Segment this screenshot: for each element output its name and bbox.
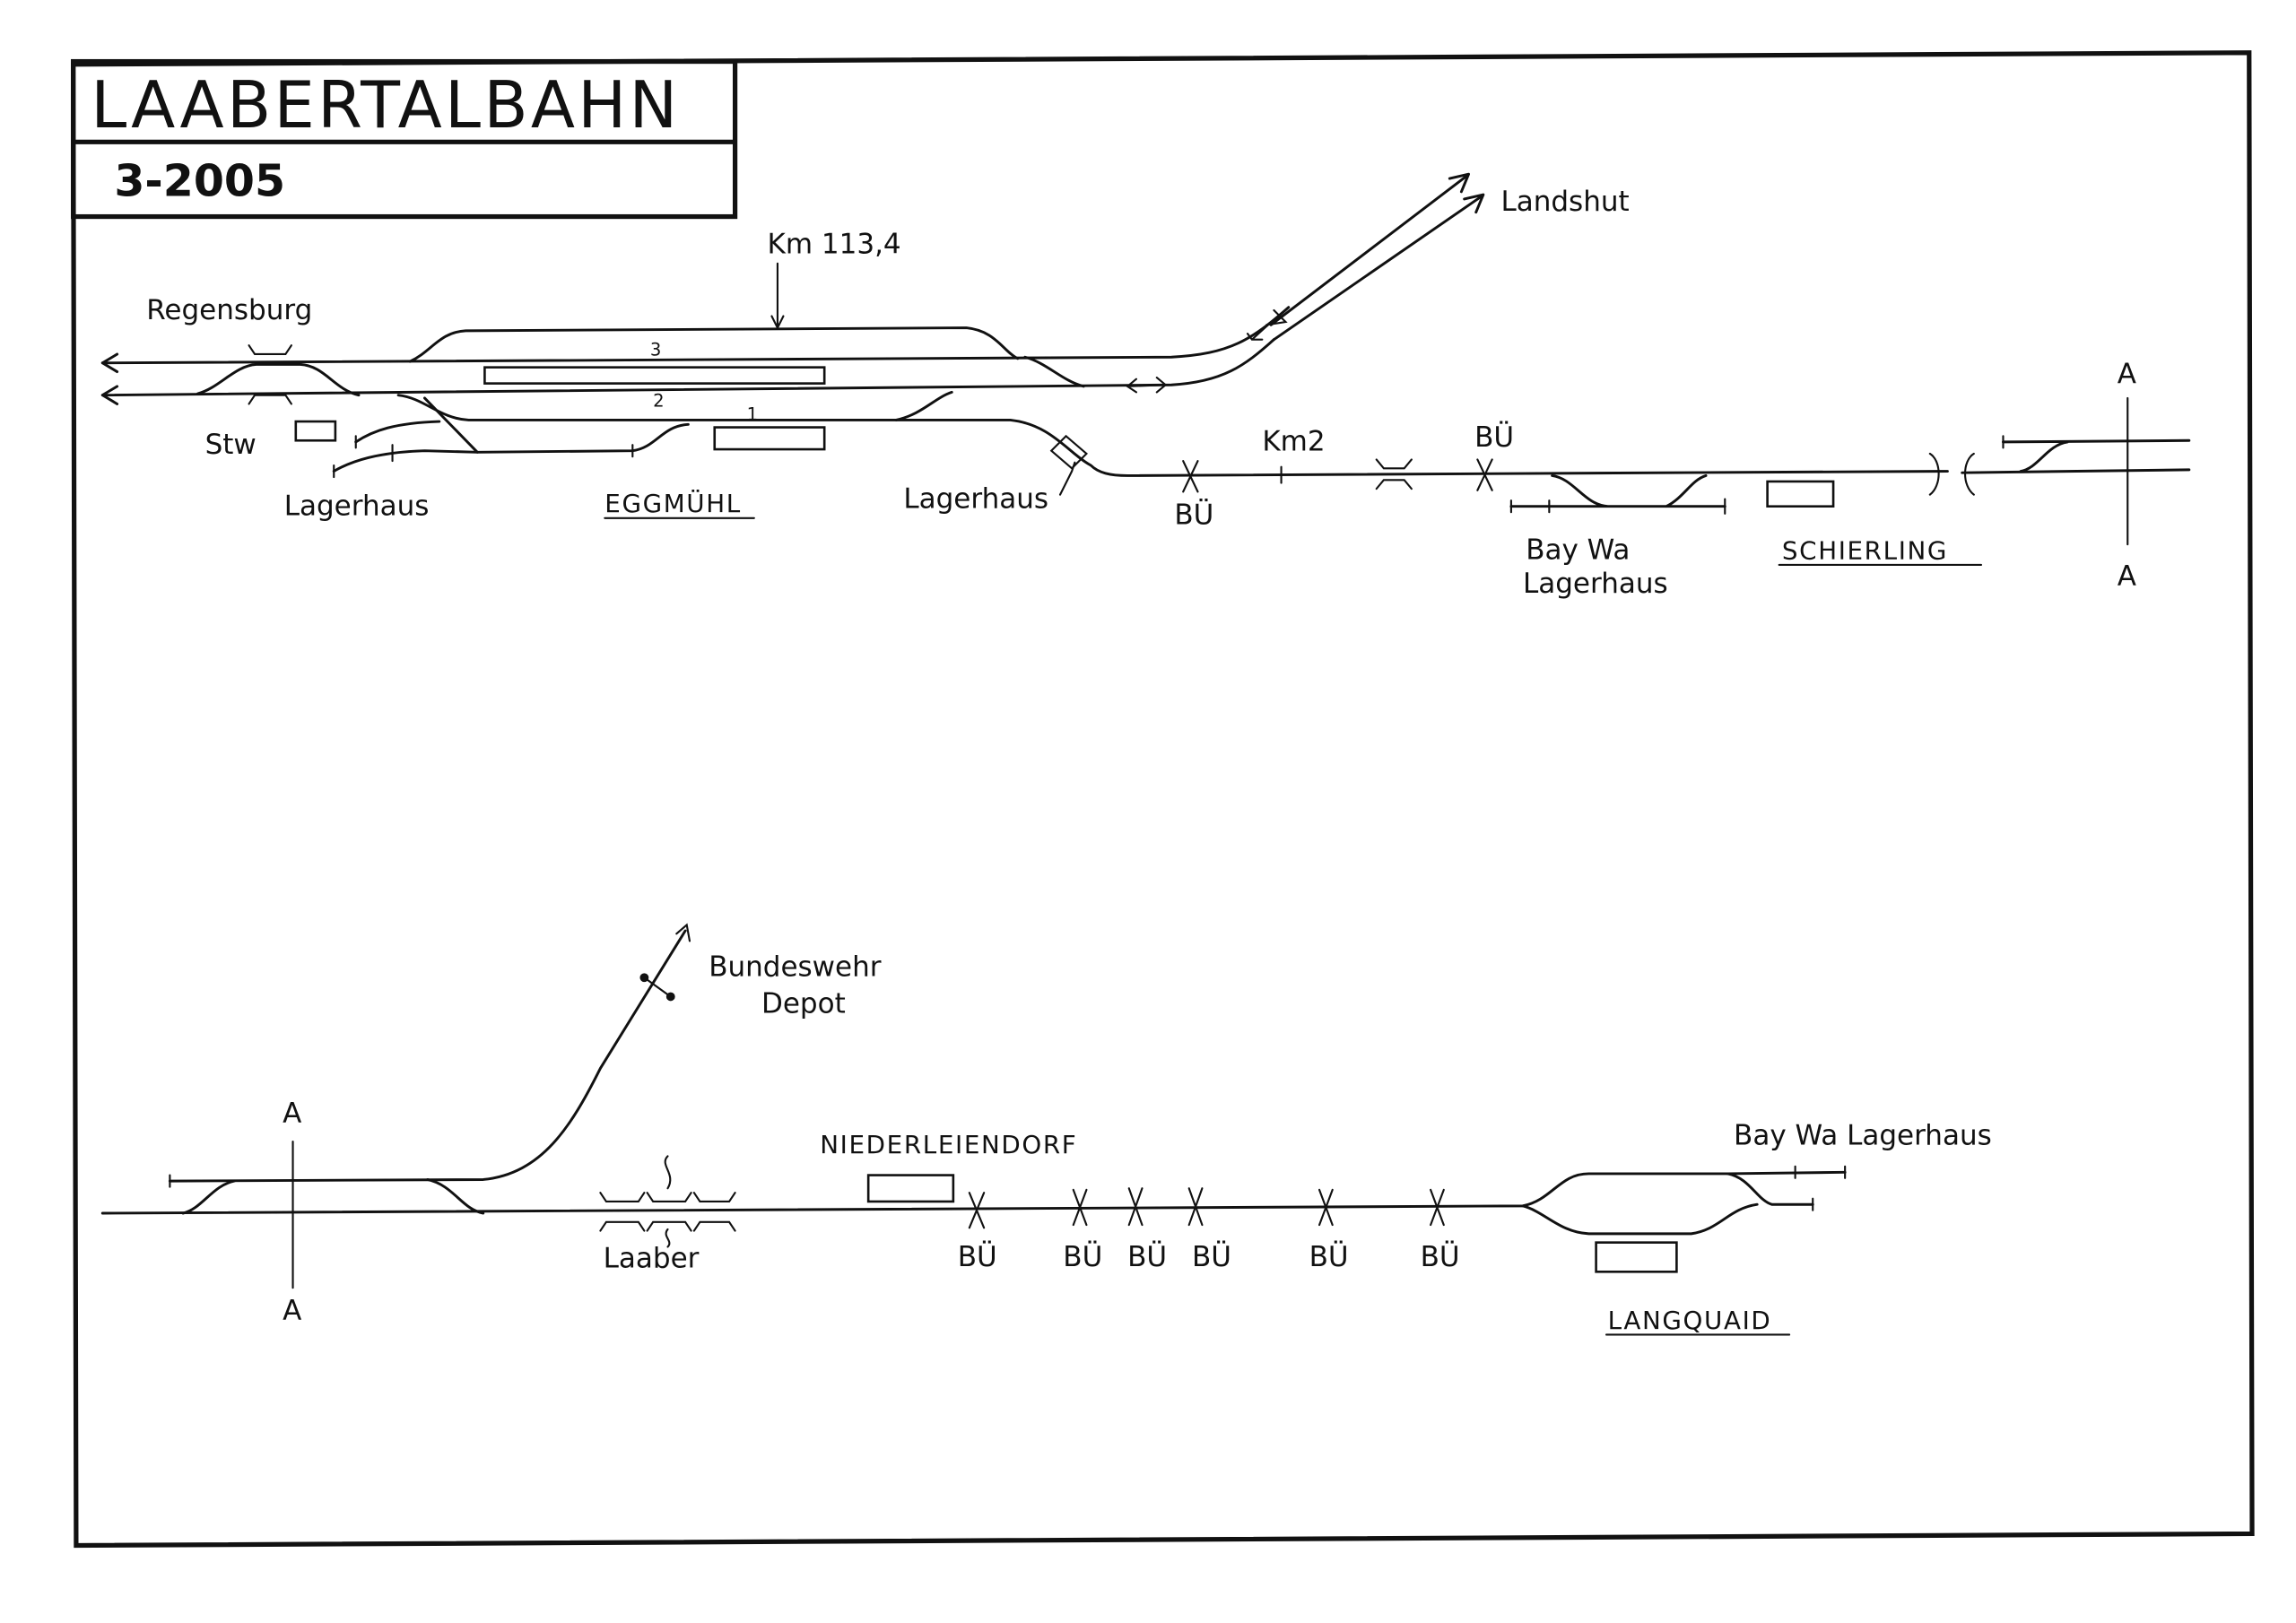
platform-3 [483, 366, 826, 385]
level-crossing-l1 [968, 1192, 986, 1229]
schierling-label: SCHIERLING [1782, 535, 1948, 565]
lagerhaus-right-label: Lagerhaus [903, 482, 1048, 515]
buffer-lagerhaus-lower [333, 444, 394, 479]
depot-gate-dot-2 [665, 992, 675, 1002]
landshut-line-1 [1269, 174, 1469, 326]
platform-schierling [1766, 480, 1835, 508]
arrow-landshut-2 [1463, 193, 1485, 214]
arrow-regensburg-lower [100, 385, 119, 405]
depot-label-2: Depot [761, 987, 846, 1020]
lagerhaus-track-left [423, 396, 690, 454]
landshut-line-2 [1272, 195, 1483, 342]
langquaid-loop [1521, 1202, 1759, 1236]
level-crossing-1-label: BÜ [1174, 498, 1213, 531]
baywa-buffers [1509, 498, 1726, 515]
cut-upper-top-label: A [2118, 359, 2136, 391]
loop-track-lower [168, 929, 687, 1183]
km-2-label: Km2 [1262, 426, 1325, 458]
track-2 [100, 338, 1275, 397]
depot-label-1: Bundeswehr [709, 951, 882, 984]
laaber-bridges-bottom [599, 1220, 736, 1232]
eggmuehl-label: EGGMÜHL [604, 488, 742, 518]
regensburg-label: Regensburg [146, 294, 312, 326]
km-113-arrow [770, 262, 785, 330]
siding-track-4 [408, 326, 1020, 363]
landshut-label: Landshut [1500, 186, 1629, 218]
turnout-3-2-right [1023, 355, 1085, 388]
lagerhaus-left-label: Lagerhaus [284, 490, 430, 523]
main-track-to-cut [1961, 468, 2191, 474]
drawing-frame [71, 50, 2255, 1549]
depot-gate-dot-1 [639, 973, 649, 983]
niederleiendorf-label: NIEDERLEIENDORF [820, 1130, 1077, 1159]
main-track-lower [100, 1172, 1814, 1215]
arrow-bidirectional-2 [1126, 377, 1168, 394]
baywa-lagerhaus-lower-label: Bay Wa Lagerhaus [1734, 1119, 1992, 1151]
level-crossing-l6-label: BÜ [1421, 1240, 1460, 1273]
turnout-2-1-right [894, 390, 953, 421]
diagram-title: LAABERTALBAHN [91, 67, 680, 143]
lower-section: Bundeswehr Depot A A Laaber NIEDERLEIEND… [100, 923, 1992, 1336]
siding-to-cut [2002, 438, 2191, 473]
baywa-label-1: Bay Wa [1526, 534, 1630, 566]
laaber-label: Laaber [604, 1242, 700, 1274]
level-crossing-l4 [1187, 1187, 1204, 1227]
lagerhaus-track-lower [332, 449, 479, 473]
stw-label: Stw [205, 429, 257, 461]
diagram-date: 3-2005 [114, 156, 285, 207]
cut-upper-bottom-label: A [2118, 560, 2136, 593]
baywa-label-2: Lagerhaus [1523, 568, 1668, 600]
laaber-river-icon [664, 1155, 672, 1248]
stw-siding [354, 420, 441, 444]
level-crossing-l2 [1072, 1188, 1088, 1227]
lower-buffers [1794, 1165, 1847, 1211]
title-block: LAABERTALBAHN 3-2005 [71, 58, 738, 220]
level-crossing-l3 [1127, 1187, 1144, 1227]
stellwerk-building [294, 420, 337, 442]
langquaid-label: LANGQUAID [1608, 1306, 1772, 1335]
level-crossing-l1-label: BÜ [958, 1240, 997, 1273]
level-crossing-l4-label: BÜ [1192, 1240, 1231, 1273]
track-number-3: 3 [650, 340, 661, 360]
bridge-regensburg-top [248, 344, 292, 356]
km-113-label: Km 113,4 [768, 228, 901, 260]
level-crossing-l2-label: BÜ [1063, 1240, 1102, 1273]
level-crossing-l6 [1430, 1188, 1445, 1227]
bridge-schierling [1928, 452, 1975, 496]
level-crossing-1 [1182, 460, 1199, 493]
baywa-siding [1509, 473, 1726, 508]
crossover-regensburg [196, 362, 361, 397]
track-number-2: 2 [653, 391, 664, 412]
level-crossings-lower: BÜ BÜ BÜ BÜ BÜ BÜ [958, 1187, 1460, 1273]
platform-niederleiendorf [866, 1174, 955, 1203]
level-crossing-l3-label: BÜ [1127, 1240, 1167, 1273]
upper-section: Km 113,4 3 2 1 Regensburg Landshut Stw L… [100, 172, 2191, 600]
arrow-regensburg-upper [100, 352, 119, 374]
level-crossing-l5 [1318, 1188, 1334, 1227]
platform-1 [713, 426, 826, 451]
bridge-regensburg-bottom [248, 394, 292, 405]
track-1 [396, 394, 1949, 477]
level-crossing-2-label: BÜ [1474, 421, 1514, 454]
arrow-bidirectional [1246, 308, 1288, 341]
cut-lower-bottom-label: A [283, 1295, 301, 1327]
bridge-km2-bottom [1375, 479, 1413, 490]
level-crossing-2 [1476, 458, 1493, 491]
cut-lower-top-label: A [283, 1098, 301, 1130]
laaber-bridges-top [599, 1192, 736, 1203]
platform-langquaid [1595, 1241, 1678, 1273]
arrow-depot [675, 923, 691, 942]
title-box [71, 58, 738, 220]
arrow-landshut-1 [1448, 172, 1471, 194]
lagerhaus-right-marker [1049, 434, 1088, 496]
track-3 [100, 306, 1291, 365]
level-crossing-l5-label: BÜ [1309, 1240, 1349, 1273]
baywa-lower-siding [1726, 1170, 1847, 1176]
track-number-1: 1 [747, 404, 758, 424]
depot-gate [643, 976, 672, 998]
loop-track-lower-turnout [181, 1178, 485, 1215]
bridge-km2-top [1375, 458, 1413, 470]
